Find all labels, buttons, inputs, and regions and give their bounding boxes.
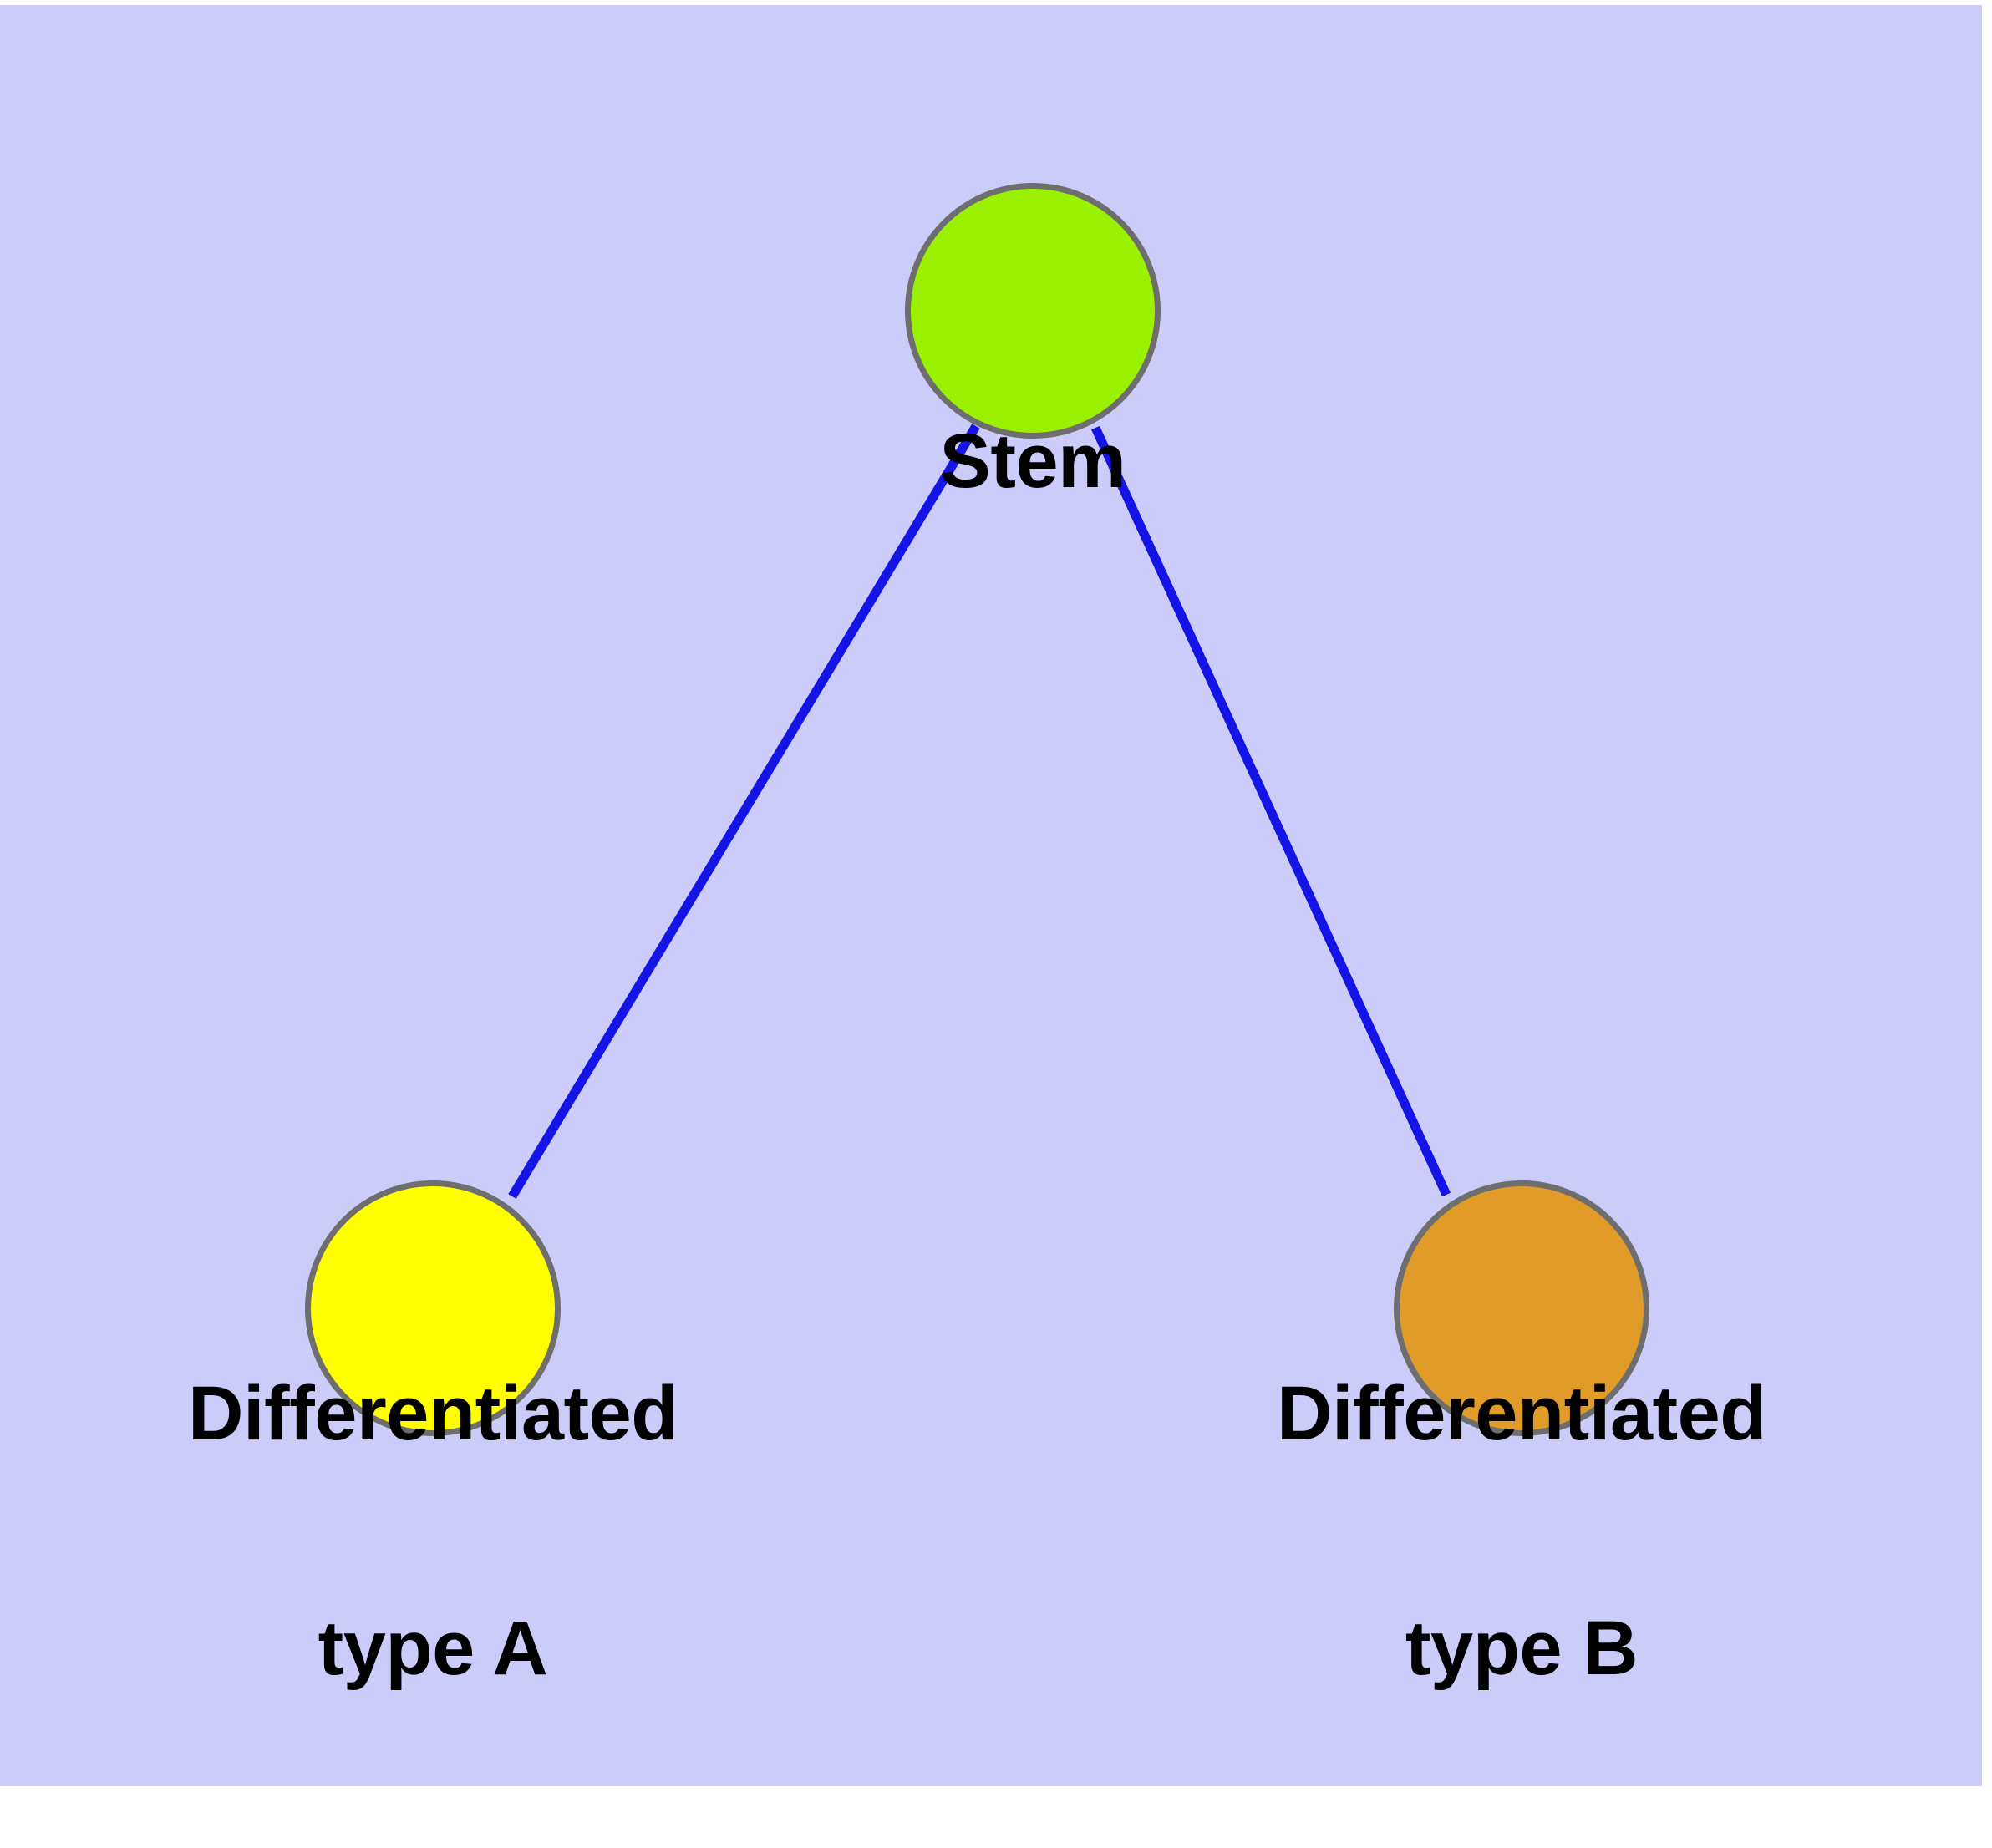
edge-stem-to-differentiated-b[interactable] <box>1090 425 1451 1197</box>
graph-canvas: Stem Differentiated type A Differentiate… <box>0 5 1982 1786</box>
edge-stem-to-differentiated-a[interactable] <box>508 424 980 1199</box>
graph-svg <box>305 183 1649 1436</box>
node-stem[interactable] <box>905 183 1161 439</box>
nodes-layer <box>305 183 1649 1436</box>
edges-layer <box>508 424 1451 1199</box>
node-differentiated-type-b[interactable] <box>1394 1180 1649 1436</box>
node-differentiated-type-a[interactable] <box>305 1180 561 1436</box>
